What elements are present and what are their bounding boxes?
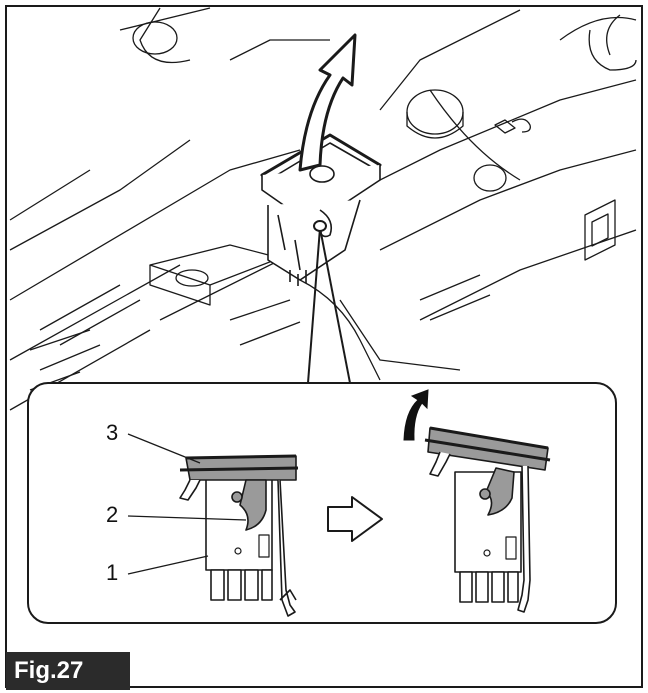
outer-frame <box>5 5 643 688</box>
lift-arrow-icon <box>403 389 429 441</box>
callout-2: 2 <box>106 502 118 527</box>
leader-lines <box>127 433 247 575</box>
right-arrow-icon <box>327 496 383 542</box>
switch-detail-installed <box>179 454 299 617</box>
up-arrow-icon <box>298 33 357 172</box>
figure-label: Fig.27 <box>6 652 130 690</box>
switch-detail-released <box>424 426 551 613</box>
callout-3: 3 <box>106 420 118 445</box>
panel-background <box>9 7 637 411</box>
zoom-callout-lines <box>307 220 351 384</box>
callout-1: 1 <box>106 560 118 585</box>
